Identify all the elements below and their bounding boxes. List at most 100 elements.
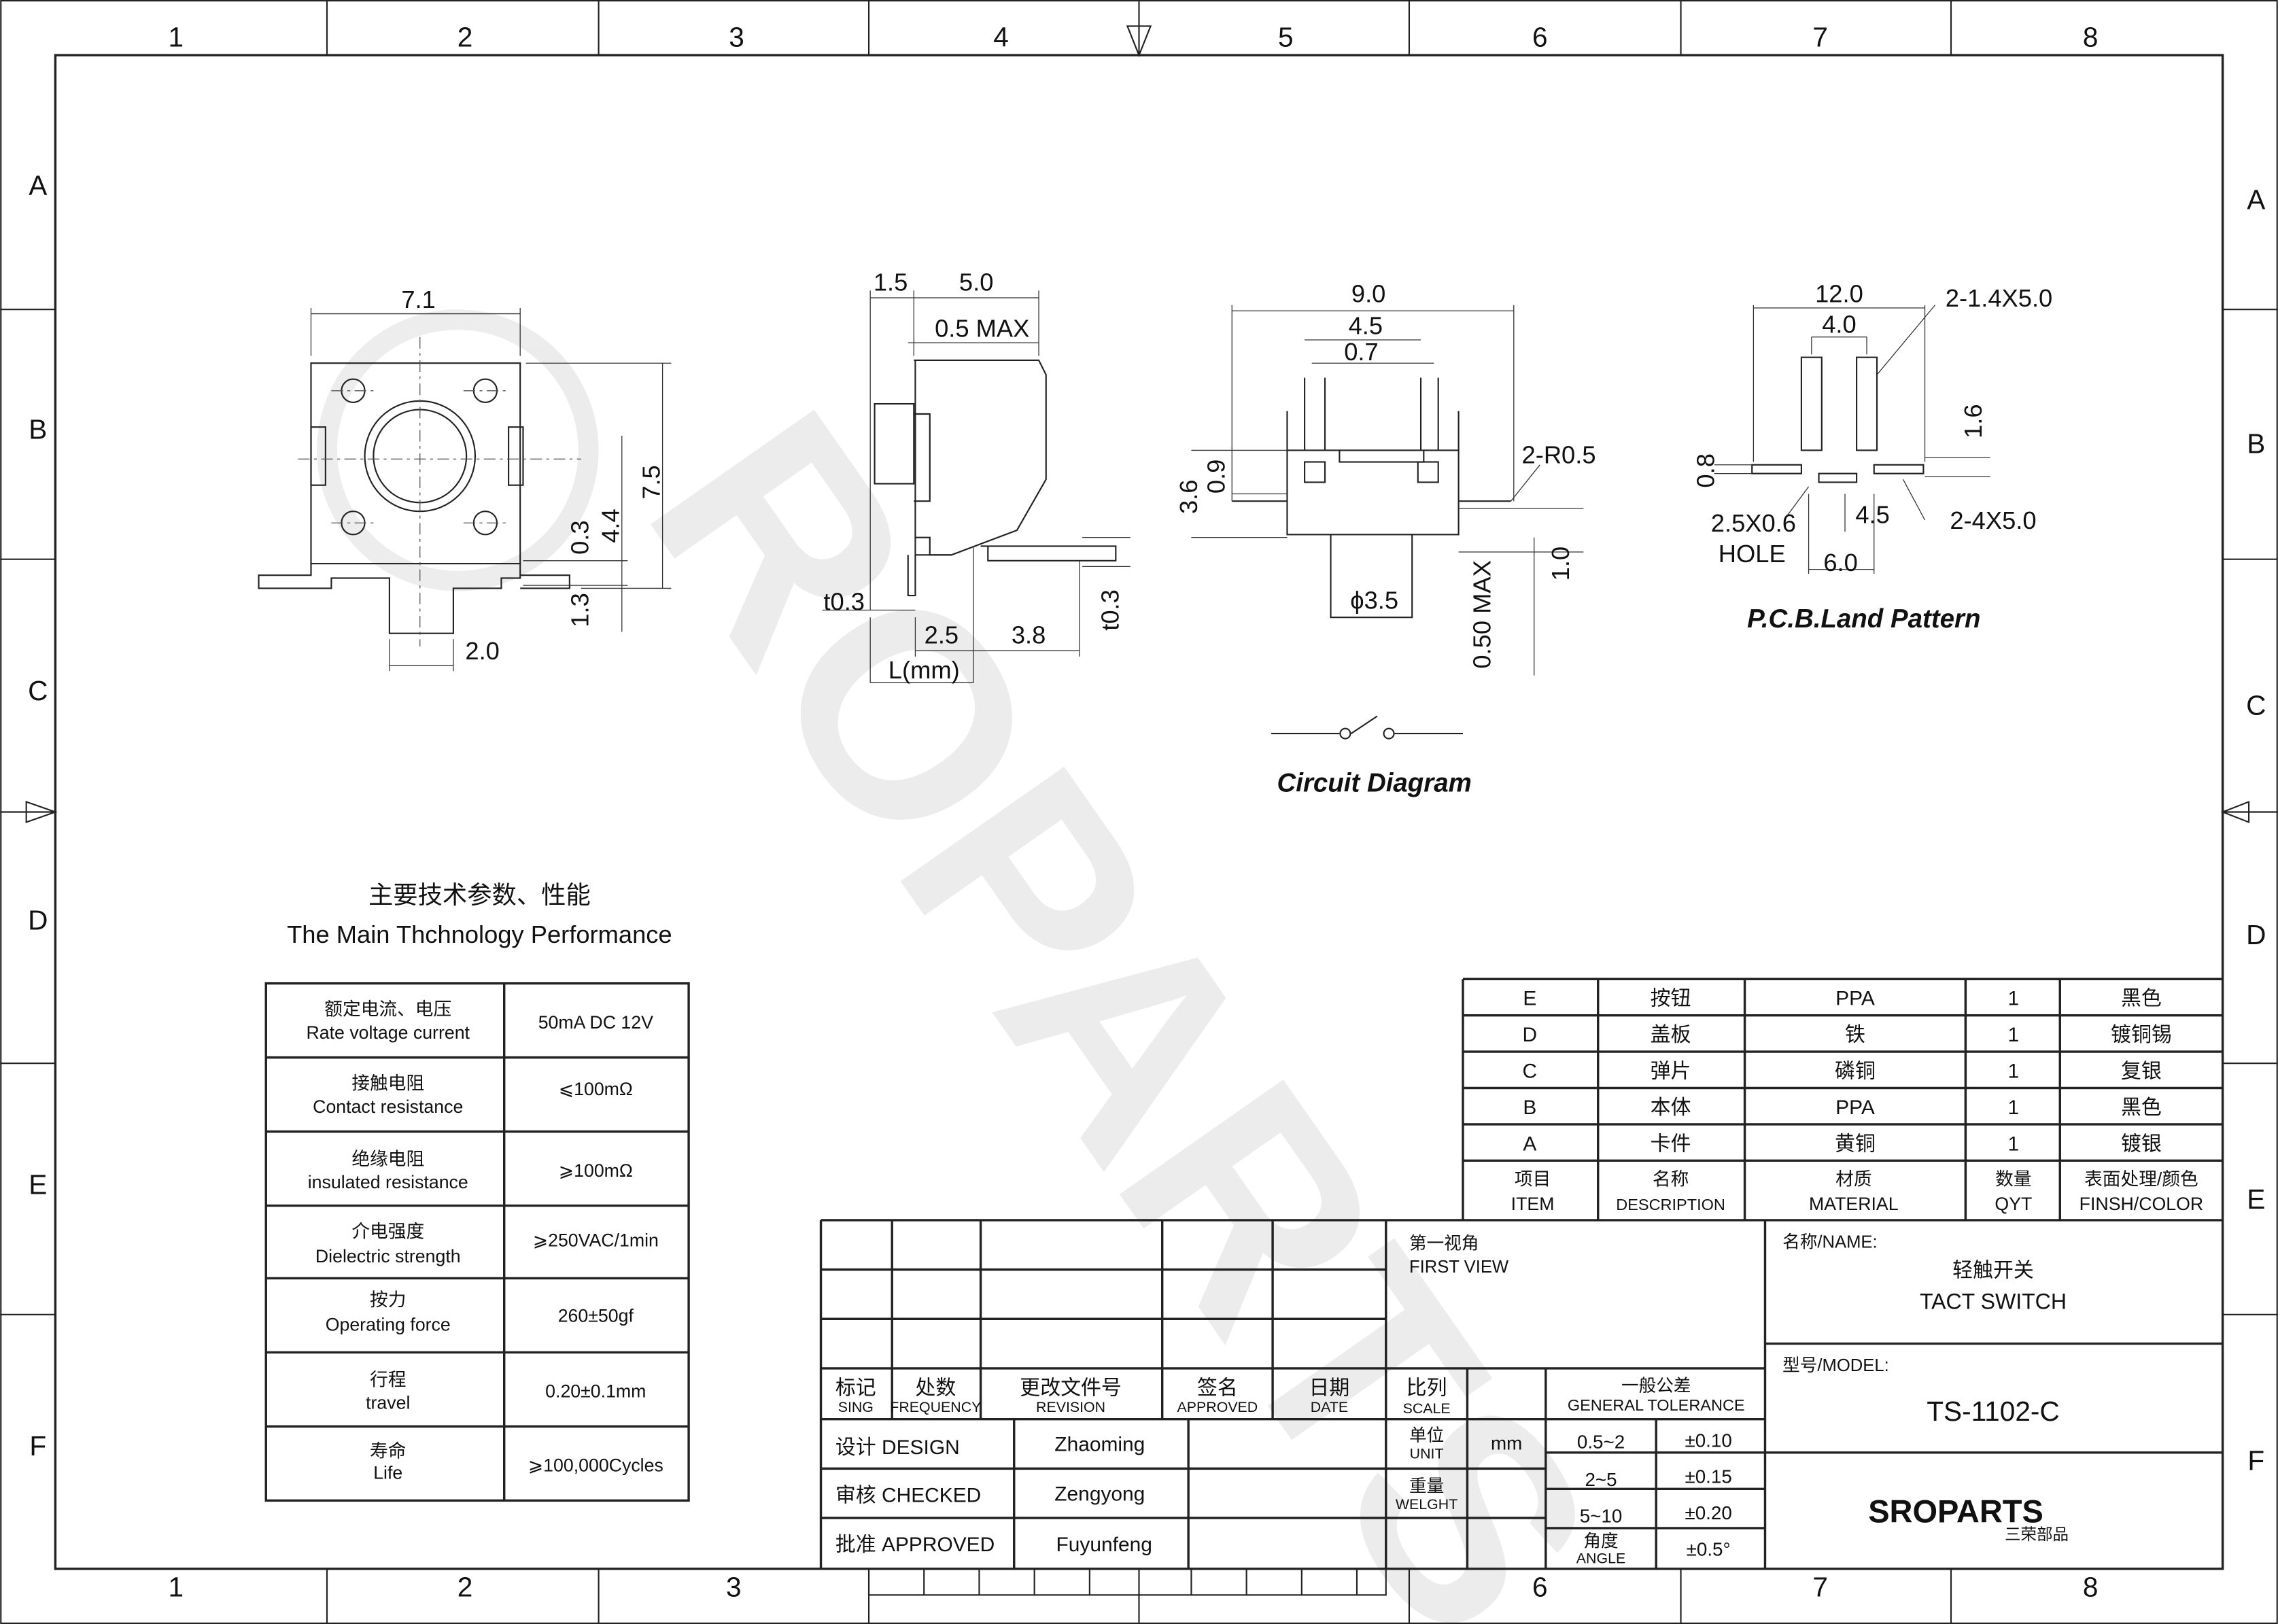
part-qty: 1 (2008, 988, 2020, 1010)
dim-0-8: 0.8 (1692, 453, 1720, 487)
scale-label-cn: 比列 (1407, 1377, 1447, 1399)
part-finish: 黑色 (2121, 988, 2162, 1010)
grid-row-label: A (2247, 184, 2265, 215)
tolerance-value: ±0.15 (1685, 1466, 1732, 1487)
watermark-logo: ROPARTS (317, 309, 1657, 1624)
dim-4-4: 4.4 (597, 508, 625, 542)
company-logo: SROPARTS 三荣部品 (1868, 1493, 2069, 1543)
pcb-title: P.C.B.Land Pattern (1747, 604, 1980, 634)
dim-3-8: 3.8 (1012, 621, 1046, 649)
header-desc-en: DESCRIPTION (1616, 1196, 1725, 1213)
spec-name-en: Life (373, 1462, 402, 1483)
spec-name-en: Operating force (326, 1314, 451, 1334)
circuit-title: Circuit Diagram (1277, 769, 1471, 798)
spec-value: ⩽100mΩ (559, 1079, 633, 1099)
name-label: 名称/NAME: (1782, 1232, 1878, 1252)
grid-col-label: 7 (1812, 21, 1828, 52)
part-item: C (1523, 1060, 1538, 1083)
dim-t0-3-left: t0.3 (823, 587, 865, 615)
pcb-land-pattern-drawing: 12.0 4.0 2-1.4X5.0 1.6 0.8 2.5X0.6 HOLE … (1692, 279, 2053, 634)
spec-name-cn: 绝缘电阻 (351, 1149, 424, 1169)
rev-header-cn: 签名 (1197, 1377, 1238, 1399)
tolerance-range: 0.5~2 (1577, 1431, 1625, 1452)
part-item: B (1523, 1096, 1536, 1119)
bottom-view-drawing: 9.0 4.5 0.7 3.6 0.9 2-R0.5 1.0 ϕ3.5 0.50… (1175, 279, 1596, 676)
grid-row-label: E (2247, 1184, 2265, 1215)
part-finish: 复银 (2121, 1060, 2162, 1083)
spec-name-en: Contact resistance (313, 1096, 463, 1117)
spec-name-en: travel (366, 1393, 410, 1413)
view-label-en: FIRST VIEW (1409, 1258, 1509, 1277)
spec-name-cn: 寿命 (370, 1440, 406, 1461)
rev-header-en: SING (838, 1399, 874, 1415)
specs-title-en: The Main Thchnology Performance (287, 920, 672, 948)
model-label: 型号/MODEL: (1782, 1355, 1889, 1375)
dim-width: 7.1 (401, 286, 435, 313)
view-label-cn: 第一视角 (1409, 1234, 1479, 1254)
dim-length-unit: L(mm) (888, 656, 960, 684)
header-finish-en: FINSH/COLOR (2079, 1194, 2204, 1214)
spec-value: ⩾100,000Cycles (528, 1455, 663, 1476)
grid-col-label: 6 (1532, 21, 1548, 52)
part-desc: 弹片 (1651, 1060, 1691, 1083)
rev-header-cn: 更改文件号 (1020, 1377, 1122, 1399)
design-name: Zhaoming (1054, 1434, 1145, 1456)
part-item: A (1523, 1133, 1536, 1155)
tolerance-range: 2~5 (1585, 1469, 1617, 1490)
dim-4-0: 4.0 (1822, 310, 1856, 338)
part-material: PPA (1835, 988, 1875, 1010)
spec-name-en: Rate voltage current (307, 1022, 470, 1043)
scale-label-en: SCALE (1403, 1400, 1451, 1417)
logo-text-cn: 三荣部品 (2005, 1525, 2069, 1543)
dim-2-5: 2.5 (925, 621, 959, 649)
grid-col-label: 1 (168, 21, 184, 52)
grid-row-label: B (29, 413, 47, 445)
dim-1-3: 1.3 (566, 593, 594, 627)
header-qty-cn: 数量 (1995, 1169, 2031, 1190)
specs-title-cn: 主要技术参数、性能 (368, 881, 591, 909)
rev-header-en: DATE (1311, 1399, 1348, 1415)
header-finish-cn: 表面处理/颜色 (2084, 1169, 2198, 1190)
spec-value: ⩾250VAC/1min (533, 1230, 659, 1250)
dim-4-5: 4.5 (1855, 500, 1889, 528)
checked-name: Zengyong (1054, 1483, 1145, 1505)
hole-label: HOLE (1719, 540, 1786, 568)
angle-label-cn: 角度 (1583, 1532, 1618, 1551)
part-finish: 镀银 (2121, 1133, 2162, 1155)
grid-col-label: 3 (729, 21, 744, 52)
spec-name-cn: 介电强度 (351, 1222, 424, 1242)
rev-header-en: APPROVED (1177, 1399, 1258, 1415)
weight-label-en: WELGHT (1396, 1496, 1457, 1513)
grid-col-label: 4 (993, 21, 1009, 52)
part-finish: 镀铜锡 (2111, 1024, 2172, 1046)
tolerance-label-cn: 一般公差 (1621, 1376, 1691, 1396)
part-desc: 盖板 (1651, 1024, 1691, 1046)
grid-col-label: 2 (458, 21, 473, 52)
dim-0-7: 0.7 (1344, 338, 1378, 366)
grid-labels: 1 2 3 4 5 6 7 8 1 2 3 6 7 8 A B C D E F … (28, 21, 2266, 1602)
grid-row-label: F (2247, 1445, 2264, 1476)
tolerance-range: 5~10 (1580, 1505, 1623, 1526)
grid-col-label: 5 (1278, 21, 1294, 52)
header-material-cn: 材质 (1835, 1169, 1871, 1190)
part-material: 铁 (1845, 1024, 1865, 1046)
dim-0-3: 0.3 (566, 520, 594, 554)
spec-name-cn: 行程 (370, 1370, 406, 1390)
rev-header-cn: 日期 (1309, 1377, 1350, 1399)
part-finish: 黑色 (2121, 1096, 2162, 1119)
grid-col-label: 1 (168, 1571, 184, 1602)
grid-row-label: D (28, 905, 48, 936)
part-item: D (1523, 1024, 1538, 1046)
grid-row-label: A (29, 169, 47, 201)
dim-t0-3-right: t0.3 (1097, 589, 1124, 631)
dim-height: 7.5 (637, 465, 665, 499)
dim-0-5-max: 0.5 MAX (935, 315, 1029, 343)
dim-4-5: 4.5 (1349, 311, 1383, 339)
dim-2-r0-5: 2-R0.5 (1522, 441, 1596, 469)
approved-label: 批准 APPROVED (835, 1534, 995, 1556)
header-item-en: ITEM (1511, 1194, 1555, 1214)
front-view-drawing: 7.1 7.5 4.4 0.3 1.3 2.0 (258, 286, 672, 672)
unit-value: mm (1491, 1433, 1522, 1454)
grid-col-label: 8 (2083, 1571, 2099, 1602)
dim-3-6: 3.6 (1175, 480, 1203, 514)
